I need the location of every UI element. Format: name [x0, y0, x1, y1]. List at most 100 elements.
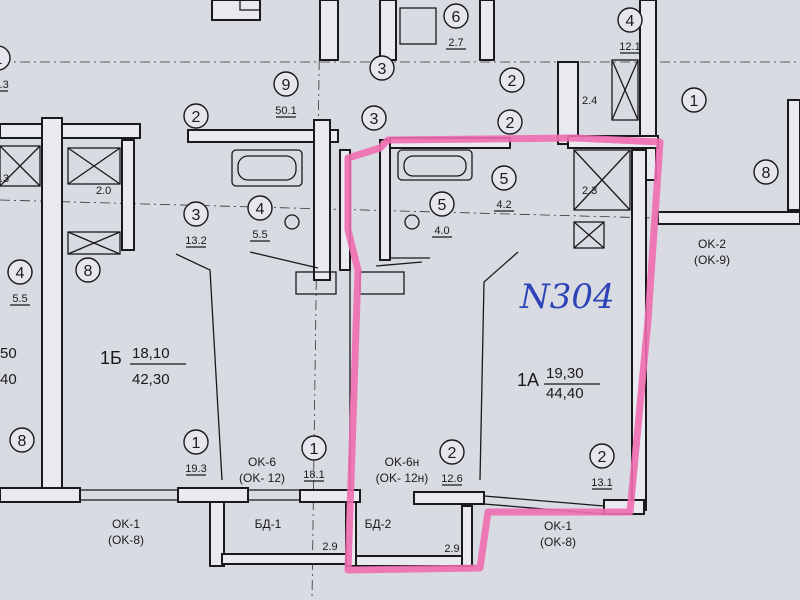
room-marker: 212.6: [439, 439, 465, 486]
room-marker: 45.5: [7, 259, 33, 306]
room-marker: 8: [753, 159, 779, 185]
svg-text:БД-2: БД-2: [365, 517, 392, 531]
room-marker-circle: [617, 7, 643, 33]
svg-text:2.9: 2.9: [322, 541, 337, 553]
room-marker-area: 12.6: [441, 473, 462, 485]
apartment-1a-label: 1A 19,30 44,40: [517, 365, 600, 402]
room-marker-number: 1: [0, 51, 3, 68]
room-marker-area: 19.3: [185, 463, 206, 475]
svg-text:OK-6н: OK-6н: [385, 455, 420, 469]
room-marker: 45.5: [247, 195, 273, 242]
room-marker-circle: [9, 427, 35, 453]
room-marker-number: 4: [16, 265, 25, 282]
room-marker-circle: [273, 71, 299, 97]
shaft-area: 2.3: [582, 185, 597, 197]
balcony-label: БД-1 2.9: [255, 517, 338, 553]
room-marker-area: 12.1: [619, 41, 640, 53]
room-marker-circle: [439, 439, 465, 465]
room-marker: 412.1: [617, 7, 643, 54]
room-marker-number: 2: [192, 109, 201, 126]
room-marker-circle: [499, 67, 525, 93]
apartment-living-area: 19,30: [546, 365, 584, 382]
room-marker-number: 5: [500, 171, 509, 188]
room-marker: 313.2: [183, 201, 209, 248]
room-marker: 54.0: [429, 191, 455, 238]
room-marker-area: 50.1: [275, 105, 296, 117]
ventilation-shafts: [0, 59, 639, 255]
apartment-id: 1Б: [100, 348, 122, 368]
room-marker-number: 3: [370, 111, 379, 128]
apartment-total-area: 44,40: [546, 385, 584, 402]
apartment-total-area: 42,30: [132, 371, 170, 388]
svg-text:(OK-8): (OK-8): [108, 533, 144, 547]
room-marker: 213.1: [589, 443, 615, 490]
room-marker-number: 2: [506, 115, 515, 132]
svg-text:OK-2: OK-2: [698, 237, 726, 251]
room-marker: 119.3: [0, 45, 11, 92]
svg-text:(OK-8): (OK-8): [540, 535, 576, 549]
room-marker-number: 1: [192, 435, 201, 452]
room-marker-circle: [681, 87, 707, 113]
room-marker-area: 13.1: [591, 477, 612, 489]
room-marker-area: 18.1: [303, 469, 324, 481]
room-marker-number: 2: [598, 449, 607, 466]
room-marker-number: 1: [310, 441, 319, 458]
room-marker: 2: [183, 103, 209, 129]
window-label: OK-6н (OK- 12н): [376, 455, 429, 485]
fragment-living-area: 50: [0, 345, 17, 362]
fragment-total-area: 40: [0, 371, 17, 388]
shaft-area: 2.0: [96, 185, 111, 197]
room-marker-circle: [247, 195, 273, 221]
apartment-1b-label: 1Б 18,10 42,30: [100, 345, 186, 388]
room-marker-number: 6: [452, 9, 461, 26]
room-marker: 62.7: [443, 3, 469, 50]
room-marker: 950.1: [273, 71, 299, 118]
room-marker-area: 2.7: [448, 37, 463, 49]
room-marker: 2: [497, 109, 523, 135]
apartment-highlight: [344, 134, 664, 574]
svg-text:(OK-9): (OK-9): [694, 253, 730, 267]
shaft-area: 2.4: [582, 95, 597, 107]
window-label: OK-6 (OK- 12): [239, 455, 285, 485]
room-marker-number: 4: [256, 201, 265, 218]
room-marker-number: 1: [690, 93, 699, 110]
room-marker-area: 13.2: [185, 235, 206, 247]
room-marker-area: 19.3: [0, 79, 9, 91]
room-marker-circle: [369, 55, 395, 81]
room-marker-number: 5: [438, 197, 447, 214]
window-label: OK-2 (OK-9): [694, 237, 730, 267]
axis-line: [311, 0, 321, 600]
room-marker: 8: [75, 257, 101, 283]
room-marker-area: 5.5: [12, 293, 27, 305]
window-label: OK-1 (OK-8): [108, 517, 144, 547]
room-marker-number: 8: [84, 263, 93, 280]
shaft-area: .3: [0, 173, 9, 185]
balcony-label: БД-2 2.9: [365, 517, 460, 555]
window-label: OK-1 (OK-8): [540, 519, 576, 549]
room-marker-number: 8: [18, 433, 27, 450]
room-marker-circle: [183, 429, 209, 455]
svg-text:OK-6: OK-6: [248, 455, 276, 469]
room-marker-circle: [361, 105, 387, 131]
room-marker-circle: [301, 435, 327, 461]
svg-text:БД-1: БД-1: [255, 517, 282, 531]
room-marker: 118.1: [301, 435, 327, 482]
apartment-id: 1A: [517, 370, 539, 390]
room-marker-circle: [497, 109, 523, 135]
svg-text:OK-1: OK-1: [544, 519, 572, 533]
handwritten-apartment-number: N304: [519, 277, 615, 317]
room-marker-circle: [183, 103, 209, 129]
room-marker: 54.2: [491, 165, 517, 212]
room-marker-number: 8: [762, 165, 771, 182]
room-marker: 1: [681, 87, 707, 113]
svg-text:(OK- 12н): (OK- 12н): [376, 471, 429, 485]
room-marker-area: 5.5: [252, 229, 267, 241]
room-marker: 2: [499, 67, 525, 93]
room-marker-area: 4.0: [434, 225, 449, 237]
room-marker: 119.3: [183, 429, 209, 476]
room-marker: 8: [9, 427, 35, 453]
svg-text:2.9: 2.9: [444, 543, 459, 555]
room-marker-circle: [589, 443, 615, 469]
room-marker-number: 2: [448, 445, 457, 462]
